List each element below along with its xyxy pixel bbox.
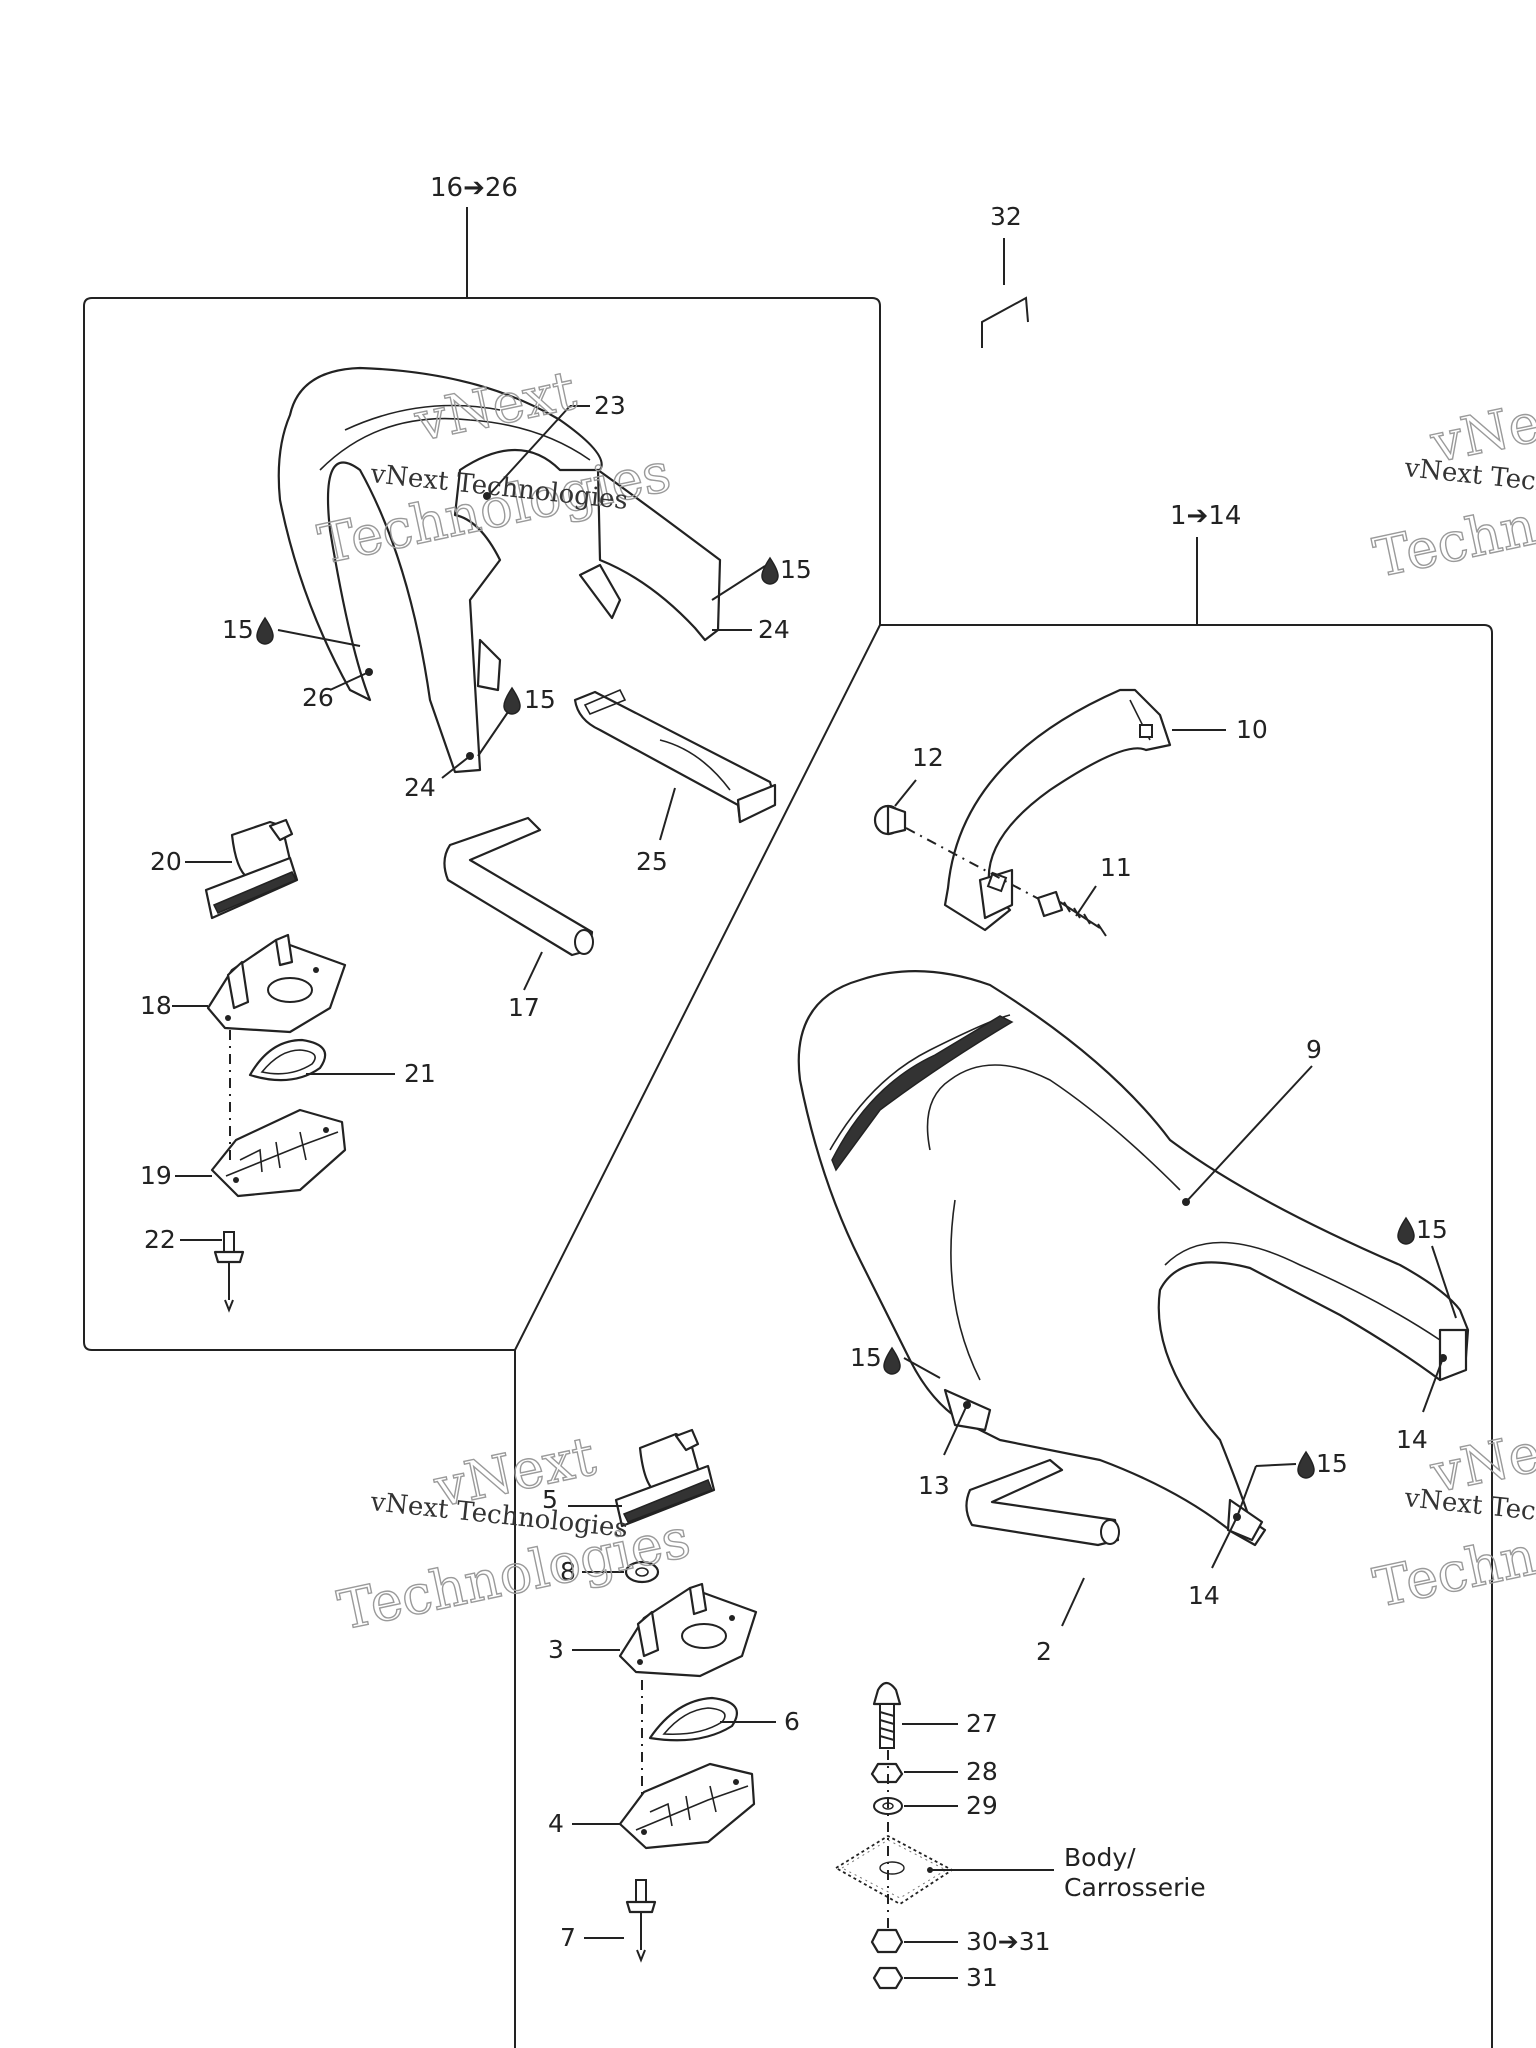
group-frame-16-26 — [83, 297, 881, 1351]
label-3: 3 — [548, 1635, 564, 1664]
part-28-nut — [870, 1762, 904, 1784]
part-32-bracket — [981, 296, 1029, 348]
label-14b: 14 — [1188, 1581, 1220, 1610]
label-31: 31 — [966, 1963, 998, 1992]
part-30-nut — [870, 1928, 904, 1954]
drop-icon — [256, 616, 274, 645]
label-21: 21 — [404, 1059, 436, 1088]
label-29: 29 — [966, 1791, 998, 1820]
label-10: 10 — [1236, 715, 1268, 744]
label-15a: 15 — [780, 555, 812, 584]
label-15c: 15 — [524, 685, 556, 714]
part-23-passenger-seat — [277, 366, 722, 774]
drop-icon — [883, 1346, 901, 1375]
label-15f: 15 — [1316, 1449, 1348, 1478]
label-23: 23 — [594, 391, 626, 420]
label-13: 13 — [918, 1471, 950, 1500]
part-25-strap — [573, 688, 777, 824]
label-28: 28 — [966, 1757, 998, 1786]
part-12-plug — [873, 804, 907, 836]
label-8: 8 — [560, 1557, 576, 1586]
part-5-latch — [614, 1428, 716, 1528]
part-11-screw — [1036, 890, 1107, 937]
part-17-wrench — [443, 816, 594, 957]
label-19: 19 — [140, 1161, 172, 1190]
label-26: 26 — [302, 683, 334, 712]
part-4-housing — [618, 1762, 756, 1850]
drop-icon — [761, 556, 779, 585]
label-15b: 15 — [222, 615, 254, 644]
label-4: 4 — [548, 1809, 564, 1838]
label-30: 30➔31 — [966, 1927, 1051, 1956]
part-31-nut — [872, 1966, 904, 1990]
body-label-line1: Body/ — [1064, 1843, 1136, 1872]
part-19-housing — [210, 1108, 347, 1198]
label-15e: 15 — [850, 1343, 882, 1372]
part-21-gasket — [248, 1038, 327, 1082]
label-32: 32 — [990, 202, 1022, 231]
label-9: 9 — [1306, 1035, 1322, 1064]
label-11: 11 — [1100, 853, 1132, 882]
label-20: 20 — [150, 847, 182, 876]
label-6: 6 — [784, 1707, 800, 1736]
drop-icon — [1397, 1216, 1415, 1245]
part-18-plate — [206, 933, 347, 1034]
label-5: 5 — [542, 1485, 558, 1514]
part-2-wrench — [965, 1458, 1120, 1547]
part-3-plate — [618, 1582, 758, 1678]
part-7-rivet — [625, 1879, 657, 1963]
label-27: 27 — [966, 1709, 998, 1738]
part-22-rivet — [213, 1231, 245, 1313]
drop-icon — [503, 686, 521, 715]
label-24a: 24 — [758, 615, 790, 644]
label-22: 22 — [144, 1225, 176, 1254]
label-25: 25 — [636, 847, 668, 876]
group-frame-1-14 — [514, 624, 1493, 2048]
label-2: 2 — [1036, 1637, 1052, 1666]
group-label-16-26: 16➔26 — [430, 173, 518, 203]
label-17: 17 — [508, 993, 540, 1022]
label-7: 7 — [560, 1923, 576, 1952]
drop-icon — [1297, 1450, 1315, 1479]
part-27-bolt — [872, 1681, 902, 1749]
label-18: 18 — [140, 991, 172, 1020]
label-12: 12 — [912, 743, 944, 772]
body-label-line2: Carrosserie — [1064, 1873, 1206, 1902]
label-24b: 24 — [404, 773, 436, 802]
part-20-latch — [204, 818, 299, 920]
label-15d: 15 — [1416, 1215, 1448, 1244]
part-9-seat — [797, 970, 1470, 1547]
group-label-1-14: 1➔14 — [1170, 501, 1241, 531]
part-10-grab-handle — [943, 688, 1172, 932]
label-14a: 14 — [1396, 1425, 1428, 1454]
